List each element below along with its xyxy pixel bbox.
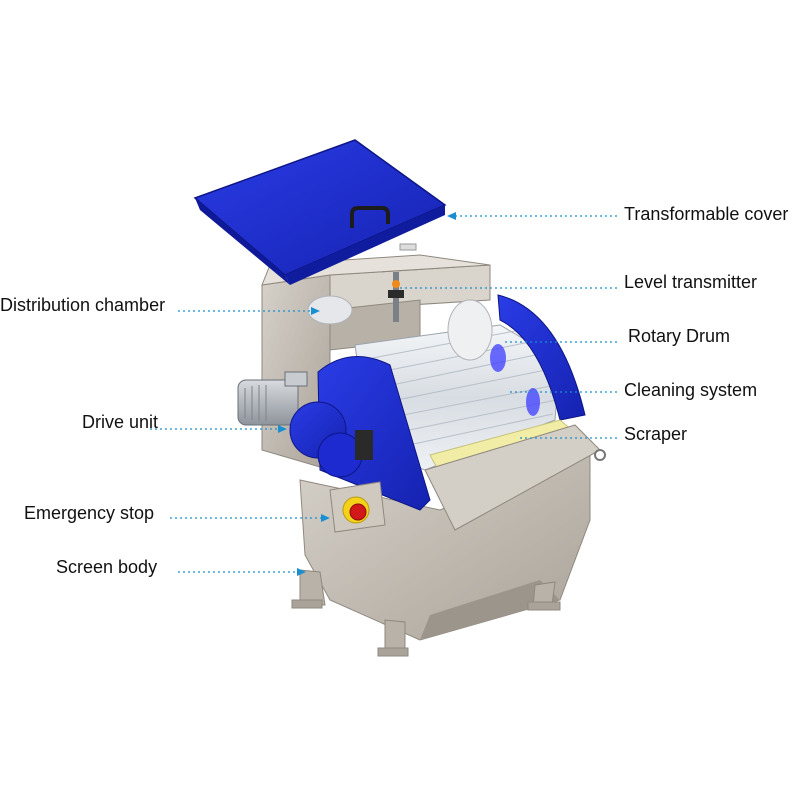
label-drive-unit: Drive unit: [82, 412, 159, 432]
label-scraper: Scraper: [624, 424, 688, 444]
label-screen-body: Screen body: [56, 557, 158, 577]
scraper-shape: [424, 419, 606, 531]
label-transformable-cover: Transformable cover: [624, 204, 789, 224]
leader-arrowheads: [278, 212, 456, 576]
label-rotary-drum: Rotary Drum: [628, 326, 731, 346]
drive-unit-shape: [237, 371, 373, 478]
label-level-transmitter: Level transmitter: [624, 272, 758, 292]
label-emergency-stop: Emergency stop: [24, 503, 155, 523]
emergency-stop-shape: [329, 481, 386, 533]
label-cleaning-system: Cleaning system: [624, 380, 758, 400]
level-transmitter-shape: [388, 272, 404, 322]
label-distribution-chamber: Distribution chamber: [0, 295, 166, 315]
leader-lines: [150, 215, 618, 573]
transformable-cover-shape: [193, 139, 447, 285]
